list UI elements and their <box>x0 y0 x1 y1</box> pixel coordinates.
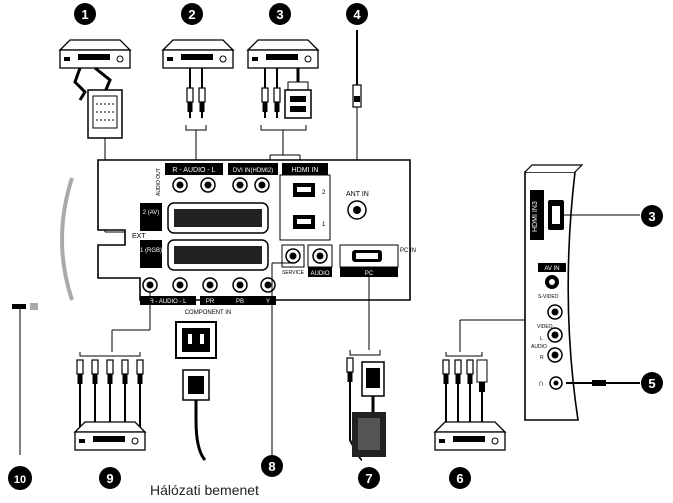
ext-2-label: 2 (AV) <box>143 210 160 216</box>
callout-1: 1 <box>74 3 96 25</box>
callout-5: 5 <box>641 372 663 394</box>
device-3-dvi-hdmi <box>247 39 319 170</box>
callout-3-side: 3 <box>641 205 663 227</box>
service-label: SERVICE <box>282 270 305 276</box>
svg-text:10: 10 <box>14 474 26 486</box>
video-label: VIDEO <box>537 324 553 330</box>
pb-label: PB <box>236 299 244 305</box>
power-socket <box>175 321 217 462</box>
power-input-caption: Hálózati bemenet <box>150 482 259 498</box>
svg-text:6: 6 <box>456 471 463 486</box>
ant-in-label: ANT IN <box>346 191 369 198</box>
s-video-label: S-VIDEO <box>538 294 559 300</box>
audio-out-label: R - AUDIO - L <box>172 167 215 174</box>
ext-label: EXT <box>132 233 146 240</box>
l-label: L <box>540 336 543 342</box>
svg-text:3: 3 <box>276 7 283 22</box>
r-label: R <box>540 355 544 361</box>
ext-1-label: 1 (RGB) <box>140 248 162 254</box>
callout-2: 2 <box>181 3 203 25</box>
svg-text:4: 4 <box>353 7 361 22</box>
svg-text:2: 2 <box>188 7 195 22</box>
tv-back-panel: R - AUDIO - L AUDIO OUT DVI IN(HDMI2) HD… <box>60 159 416 316</box>
component-in-label: COMPONENT IN <box>185 310 232 316</box>
dvi-in-label: DVI IN(HDMI2) <box>233 168 273 174</box>
device-6-av <box>434 319 540 451</box>
side-audio-label: AUDIO <box>531 344 547 350</box>
comp-audio-label: R - AUDIO - L <box>149 299 187 305</box>
pr-label: PR <box>206 299 215 305</box>
callout-7: 7 <box>358 467 380 489</box>
hdmi-in3-label: HDMI IN3 <box>532 201 539 232</box>
callout-3-top: 3 <box>269 3 291 25</box>
pc-label: PC <box>365 271 374 277</box>
tv-side-panel: HDMI IN3 AV IN S-VIDEO VIDEO L AUDIO R ∩ <box>524 164 640 421</box>
audio-label: AUDIO <box>310 271 329 277</box>
device-9-component <box>74 292 151 451</box>
hdmi-2-label: 2 <box>322 190 326 196</box>
svg-text:1: 1 <box>81 7 88 22</box>
svg-text:9: 9 <box>106 471 113 486</box>
audio-out-vertical-label: AUDIO OUT <box>156 168 162 196</box>
av-in-label: AV IN <box>544 266 559 272</box>
device-2-audio <box>162 39 234 165</box>
callout-6: 6 <box>449 467 471 489</box>
callout-4: 4 <box>346 3 368 25</box>
pc-in-label: PC IN <box>400 248 416 254</box>
headphone-icon: ∩ <box>538 378 544 388</box>
hdmi-1-label: 1 <box>322 222 326 228</box>
kensington-lock <box>12 303 38 455</box>
svg-text:7: 7 <box>365 471 372 486</box>
hdmi-in-label: HDMI IN <box>292 167 319 174</box>
callout-8: 8 <box>261 455 283 477</box>
callout-10: 10 <box>8 466 32 490</box>
svg-text:8: 8 <box>268 459 275 474</box>
y-label: Y <box>266 299 270 305</box>
svg-text:3: 3 <box>648 209 655 224</box>
callout-9: 9 <box>99 467 121 489</box>
device-7-pc <box>346 277 386 461</box>
svg-text:5: 5 <box>648 376 655 391</box>
